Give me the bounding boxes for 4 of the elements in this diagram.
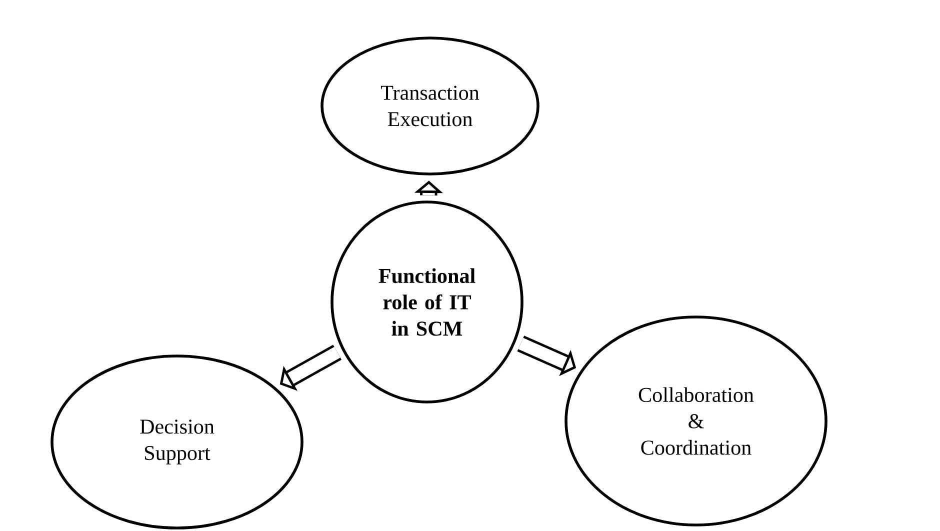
ellipse-node: Transaction Execution — [320, 36, 540, 176]
ellipse-node: Decision Support — [50, 354, 304, 530]
ellipse-node: Functional role of IT in SCM — [330, 200, 524, 404]
ellipse-node: Collaboration & Coordination — [564, 316, 828, 526]
